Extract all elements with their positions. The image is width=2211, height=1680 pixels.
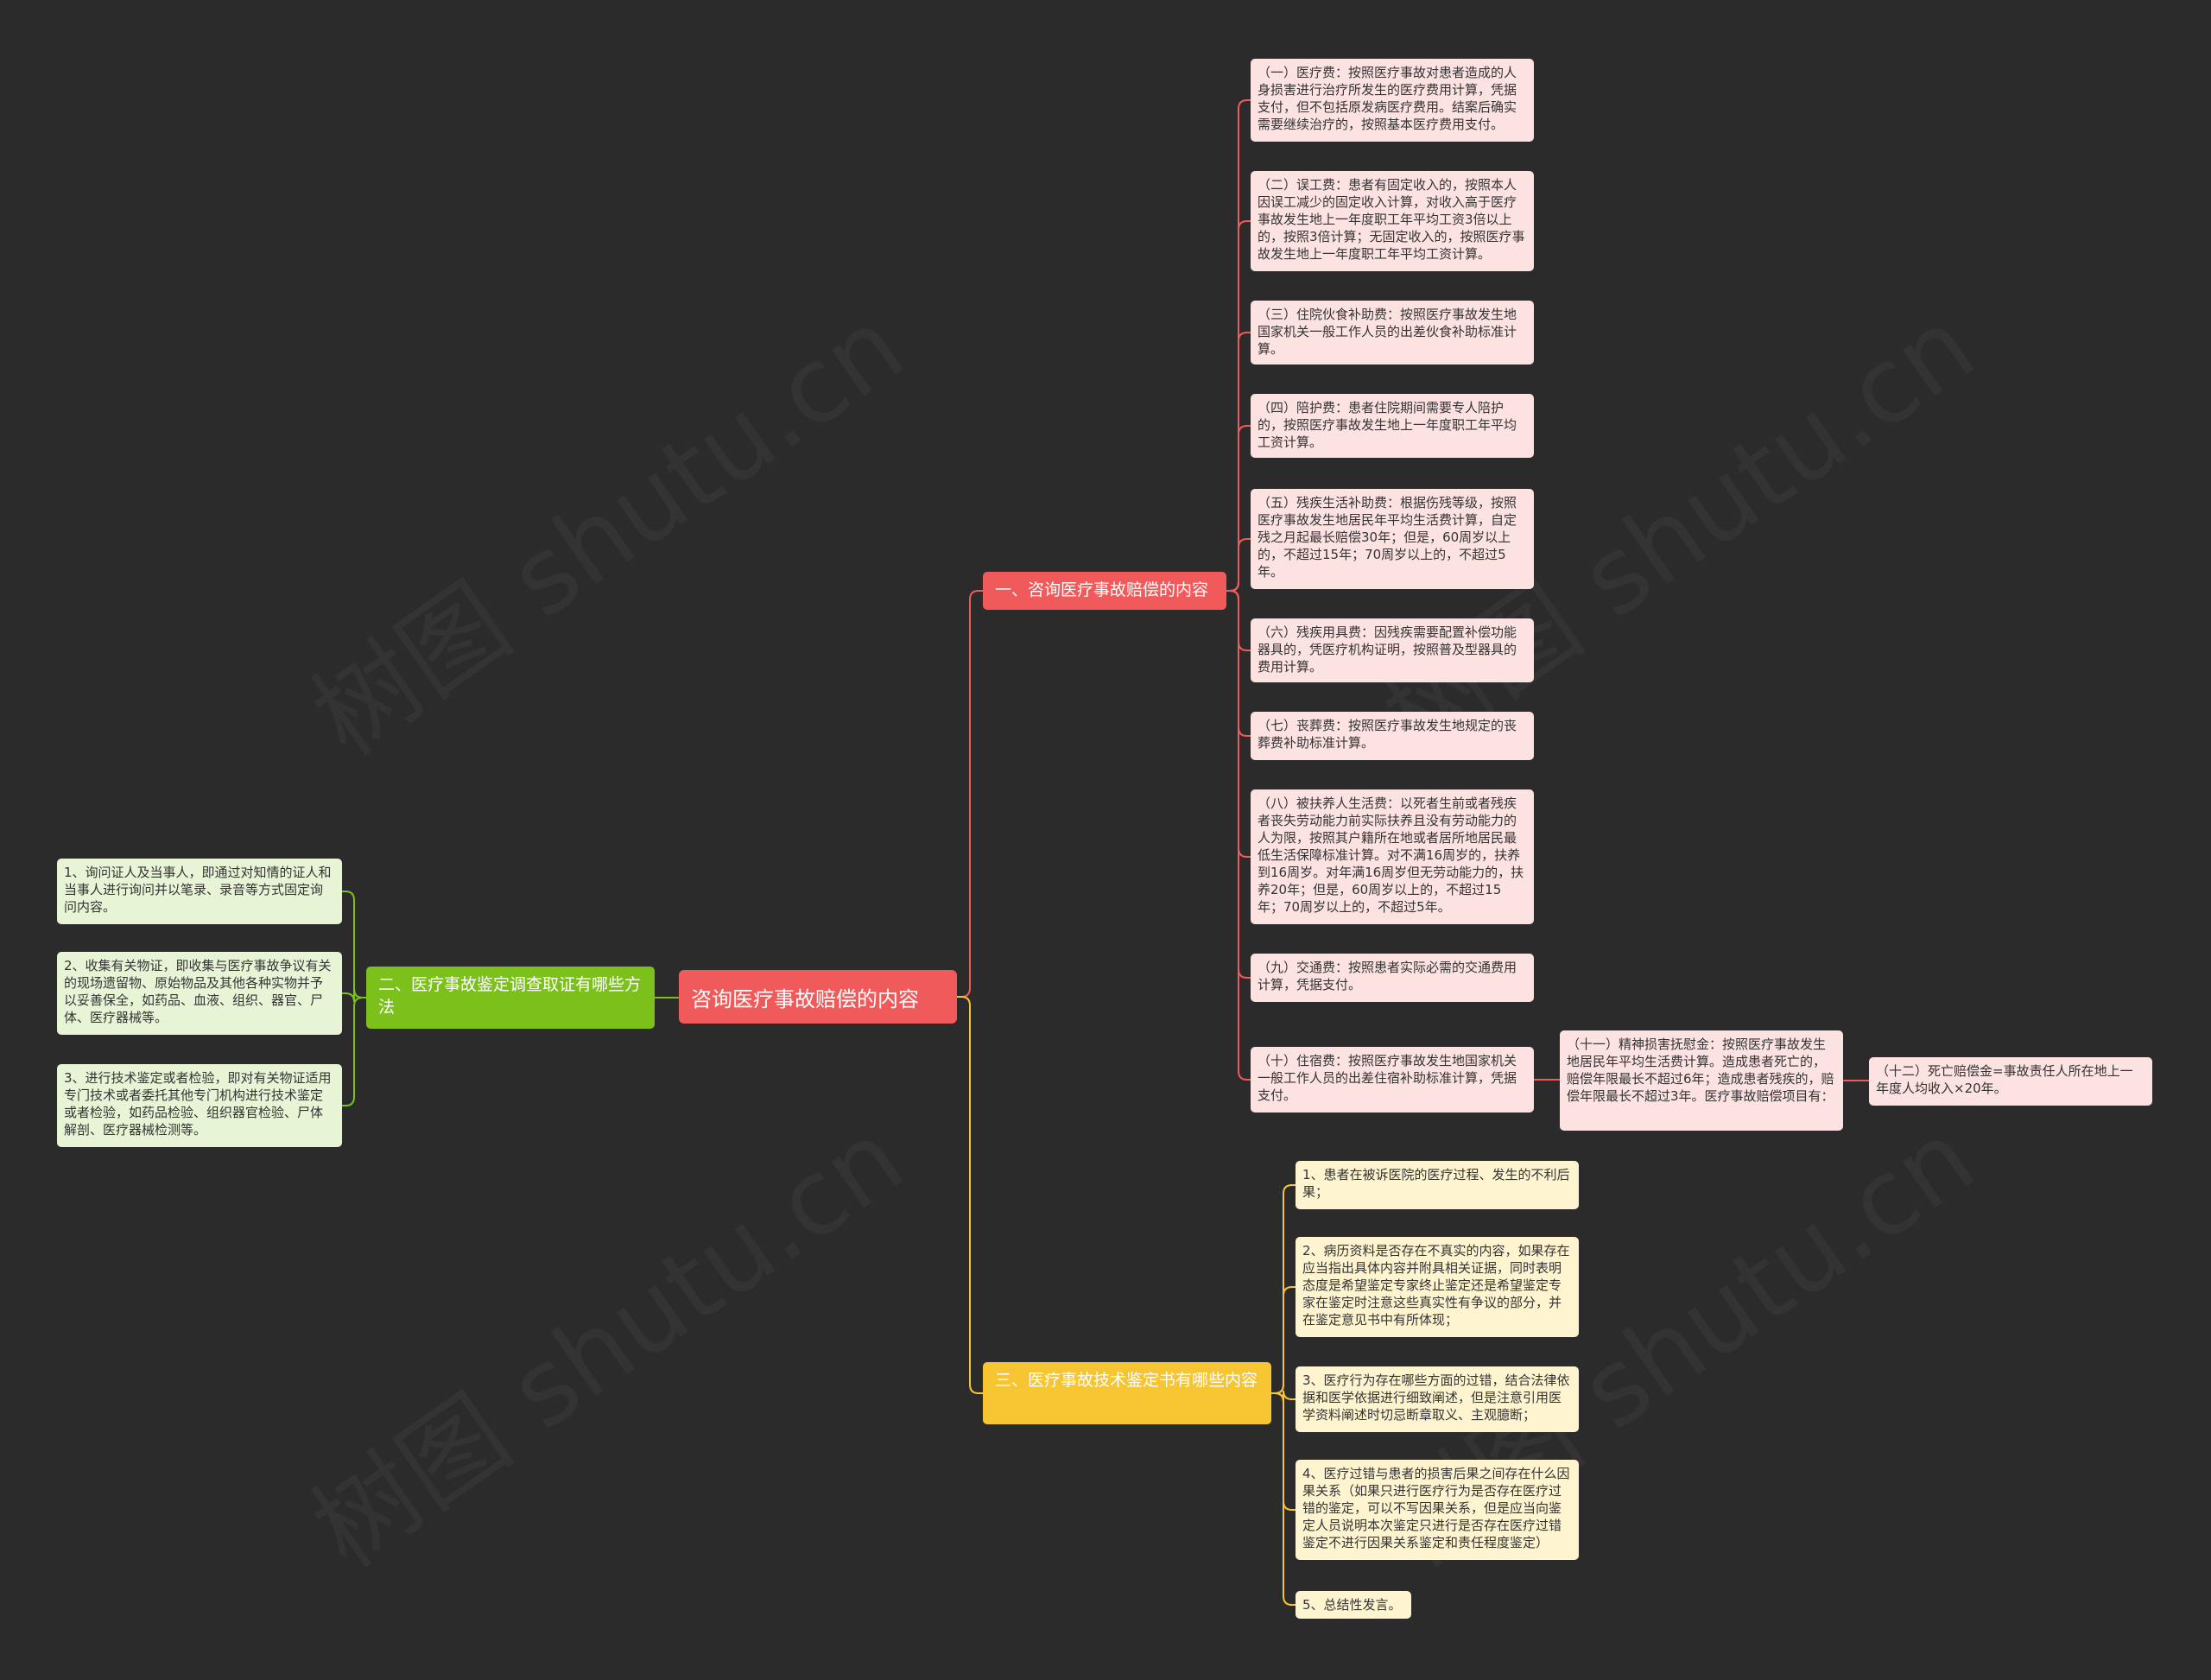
root-topic[interactable]: 咨询医疗事故赔偿的内容 [679,970,957,1024]
link-root-b3 [957,996,983,1394]
leaf-meal-allowance[interactable]: （三）住院伙食补助费：按照医疗事故发生地国家机关一般工作人员的出差伙食补助标准计… [1251,301,1534,365]
leaf-nursing-fee[interactable]: （四）陪护费：患者住院期间需要专人陪护的，按照医疗事故发生地上一年度职工年平均工… [1251,394,1534,458]
link-b2-leaf-1 [342,988,366,1003]
link-b1-leaf-4 [1226,538,1251,592]
leaf-medical-fault[interactable]: 3、医疗行为存在哪些方面的过错，结合法律依据和医学依据进行细致阐述，但是注意引用… [1296,1366,1579,1432]
leaf-inquire-witness[interactable]: 1、询问证人及当事人，即通过对知情的证人和当事人进行询问并以笔录、录音等方式固定… [57,859,342,924]
link-b2-leaf-0 [342,891,366,998]
leaf-causality[interactable]: 4、医疗过错与患者的损害后果之间存在什么因果关系（如果只进行医疗行为是否存在医疗… [1296,1460,1579,1560]
leaf-technical-appraisal[interactable]: 3、进行技术鉴定或者检验，即对有关物证适用专门技术或者委托其他专门机构进行技术鉴… [57,1064,342,1147]
branch-compensation-content[interactable]: 一、咨询医疗事故赔偿的内容 [983,572,1226,610]
link-b3-leaf-1 [1271,1286,1296,1394]
leaf-disability-allowance[interactable]: （五）残疾生活补助费：根据伤残等级，按照医疗事故发生地居民年平均生活费计算，自定… [1251,489,1534,589]
leaf-mental-damage[interactable]: （十一）精神损害抚慰金：按照医疗事故发生地居民年平均生活费计算。造成患者死亡的，… [1560,1030,1843,1131]
leaf-accommodation-fee[interactable]: （十）住宿费：按照医疗事故发生地国家机关一般工作人员的出差住宿补助标准计算，凭据… [1251,1047,1534,1113]
link-root-b1 [957,590,983,998]
leaf-transport-fee[interactable]: （九）交通费：按照患者实际必需的交通费用计算，凭据支付。 [1251,954,1534,1002]
leaf-medical-fee[interactable]: （一）医疗费：按照医疗事故对患者造成的人身损害进行治疗所发生的医疗费用计算，凭据… [1251,59,1534,142]
branch-investigation-methods[interactable]: 二、医疗事故鉴定调查取证有哪些方法 [366,967,655,1029]
leaf-summary[interactable]: 5、总结性发言。 [1296,1591,1411,1619]
leaf-disability-equipment[interactable]: （六）残疾用具费：因残疾需要配置补偿功能器具的，凭医疗机构证明，按照普及型器具的… [1251,618,1534,682]
link-b3-leaf-4 [1271,1392,1296,1606]
leaf-medical-records[interactable]: 2、病历资料是否存在不真实的内容，如果存在应当指出具体内容并附具相关证据，同时表… [1296,1237,1579,1337]
leaf-collect-evidence[interactable]: 2、收集有关物证，即收集与医疗事故争议有关的现场遗留物、原始物品及其他各种实物并… [57,952,342,1035]
branch-appraisal-report-content[interactable]: 三、医疗事故技术鉴定书有哪些内容 [983,1362,1271,1424]
leaf-lost-wages[interactable]: （二）误工费：患者有固定收入的，按照本人因误工减少的固定收入计算，对收入高于医疗… [1251,171,1534,271]
leaf-death-compensation[interactable]: （十二）死亡赔偿金=事故责任人所在地上一年度人均收入×20年。 [1869,1057,2152,1106]
leaf-funeral-fee[interactable]: （七）丧葬费：按照医疗事故发生地规定的丧葬费补助标准计算。 [1251,712,1534,760]
link-b1-leaf-9 [1226,590,1251,1081]
leaf-treatment-process[interactable]: 1、患者在被诉医院的医疗过程、发生的不利后果； [1296,1161,1579,1209]
leaf-dependent-living[interactable]: （八）被扶养人生活费：以死者生前或者残疾者丧失劳动能力前实际扶养且没有劳动能力的… [1251,789,1534,924]
link-b2-leaf-2 [342,997,366,1106]
